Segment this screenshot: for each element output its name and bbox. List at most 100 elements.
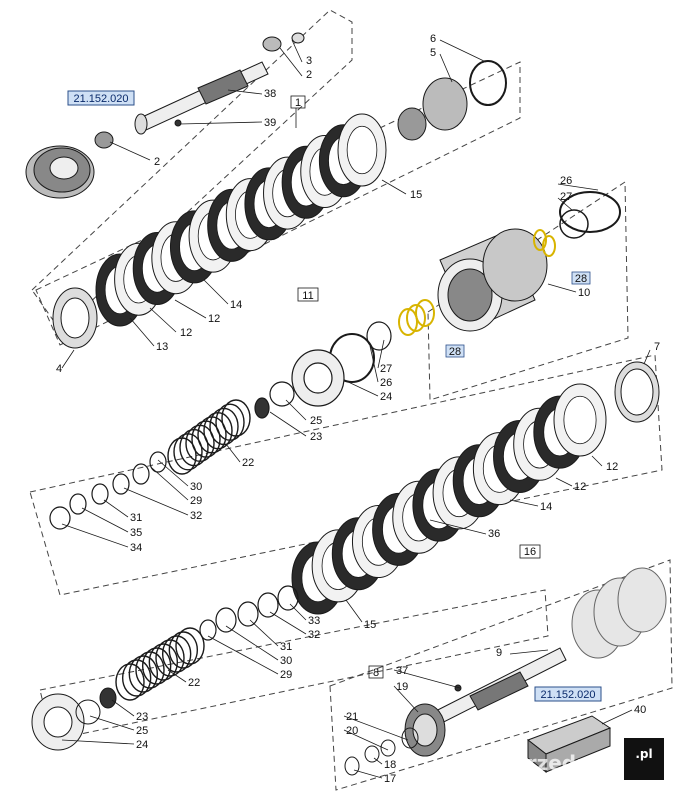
callout-24a: 24 [380, 391, 392, 403]
leader-line [249, 619, 279, 647]
leader-line [291, 39, 303, 63]
gear-stack-lower [571, 567, 667, 659]
callout-35: 35 [130, 527, 142, 539]
callout-12d: 12 [574, 481, 586, 493]
callout-31a: 31 [130, 512, 142, 524]
leader-line [167, 669, 187, 683]
spring-coil [121, 659, 152, 697]
callout-11: 11 [302, 290, 313, 302]
callout-30b: 30 [280, 655, 292, 667]
callout-8: 8 [373, 667, 379, 679]
callout-27a: 27 [560, 191, 572, 203]
callout-12a: 12 [180, 327, 192, 339]
callout-23b: 23 [136, 711, 148, 723]
pressure-plate [614, 361, 660, 423]
ref-code-top: 21.152.020 [73, 93, 128, 105]
callout-13: 13 [156, 341, 168, 353]
callout-14b: 14 [540, 501, 552, 513]
leader-line [369, 345, 379, 383]
clutch-drum [437, 191, 621, 332]
spring-coil [128, 655, 159, 693]
callout-22b: 22 [188, 677, 200, 689]
spring-coil [215, 403, 245, 441]
leader-line [439, 39, 487, 63]
callout-39: 39 [264, 117, 276, 129]
watermark-logo [624, 738, 664, 780]
leader-line [377, 339, 385, 369]
top-shaft-assembly [25, 32, 305, 199]
leader-line [279, 47, 303, 77]
leader-line [61, 349, 75, 369]
callout-20: 20 [346, 725, 358, 737]
callout-2b: 2 [306, 69, 312, 81]
callout-29b: 29 [280, 669, 292, 681]
callout-32a: 32 [190, 510, 202, 522]
callout-38: 38 [264, 88, 276, 100]
leader-line [509, 499, 539, 507]
callout-28b: 28 [449, 346, 461, 358]
leader-line [439, 53, 453, 83]
callout-9: 9 [496, 647, 502, 659]
callout-22a: 22 [242, 457, 254, 469]
callout-34: 34 [130, 542, 142, 554]
middle-rings [254, 299, 435, 419]
leader-line [289, 603, 307, 621]
callout-17: 17 [384, 773, 396, 785]
leader-line [89, 715, 135, 731]
disc-bore [563, 395, 597, 445]
spring-upper [167, 399, 251, 475]
leader-line [203, 279, 229, 305]
ref-box-bottom[interactable]: 21.152.020 [534, 686, 602, 702]
spring-coil [135, 651, 165, 689]
leader-line [343, 729, 389, 751]
leader-line [61, 739, 135, 745]
leader-line [227, 89, 263, 95]
callout-40: 40 [634, 704, 646, 716]
spring-coil [155, 639, 185, 677]
leader-line [557, 183, 599, 191]
callout-23a: 23 [310, 431, 322, 443]
callout-labels: 1 2 2 3 4 5 6 7 8 9 10 11 12 12 12 12 13… [56, 33, 660, 785]
lower-piston [31, 687, 117, 751]
callout-28a: 28 [575, 273, 587, 285]
leader-line [109, 141, 151, 161]
leader-line [225, 443, 241, 463]
clutch-pack-lower [291, 383, 607, 615]
callout-26a: 26 [560, 175, 572, 187]
callout-36: 36 [488, 528, 500, 540]
callout-37: 37 [396, 665, 408, 677]
leader-line [151, 467, 189, 501]
leader-line [591, 455, 603, 467]
leader-lines [61, 39, 651, 779]
ref-box-top[interactable]: 21.152.020 [67, 90, 135, 106]
callout-27b: 27 [380, 363, 392, 375]
seal-kit-box [526, 715, 612, 774]
spring-coil [141, 647, 172, 685]
snap-rings-left [49, 451, 167, 530]
spring-coil [115, 663, 145, 701]
leader-line [157, 459, 189, 487]
callout-26b: 26 [380, 377, 392, 389]
callout-3: 3 [306, 55, 312, 67]
callout-33: 33 [308, 615, 320, 627]
callout-32b: 32 [308, 629, 320, 641]
leader-line [61, 523, 129, 548]
callout-16: 16 [524, 546, 536, 558]
callout-21: 21 [346, 711, 358, 723]
callout-7: 7 [654, 341, 660, 353]
leader-line [393, 685, 419, 713]
watermark-badge: .pl [635, 747, 652, 761]
leader-line [123, 487, 189, 516]
callout-31b: 31 [280, 641, 292, 653]
spring-coil [175, 627, 205, 665]
callout-19: 19 [396, 681, 408, 693]
callout-4: 4 [56, 363, 62, 375]
callout-12c: 12 [606, 461, 618, 473]
leader-line [111, 699, 135, 717]
leader-line [179, 121, 263, 125]
callout-24b: 24 [136, 739, 148, 751]
callout-10: 10 [578, 287, 590, 299]
callout-12b: 12 [208, 313, 220, 325]
leader-line [345, 599, 363, 623]
